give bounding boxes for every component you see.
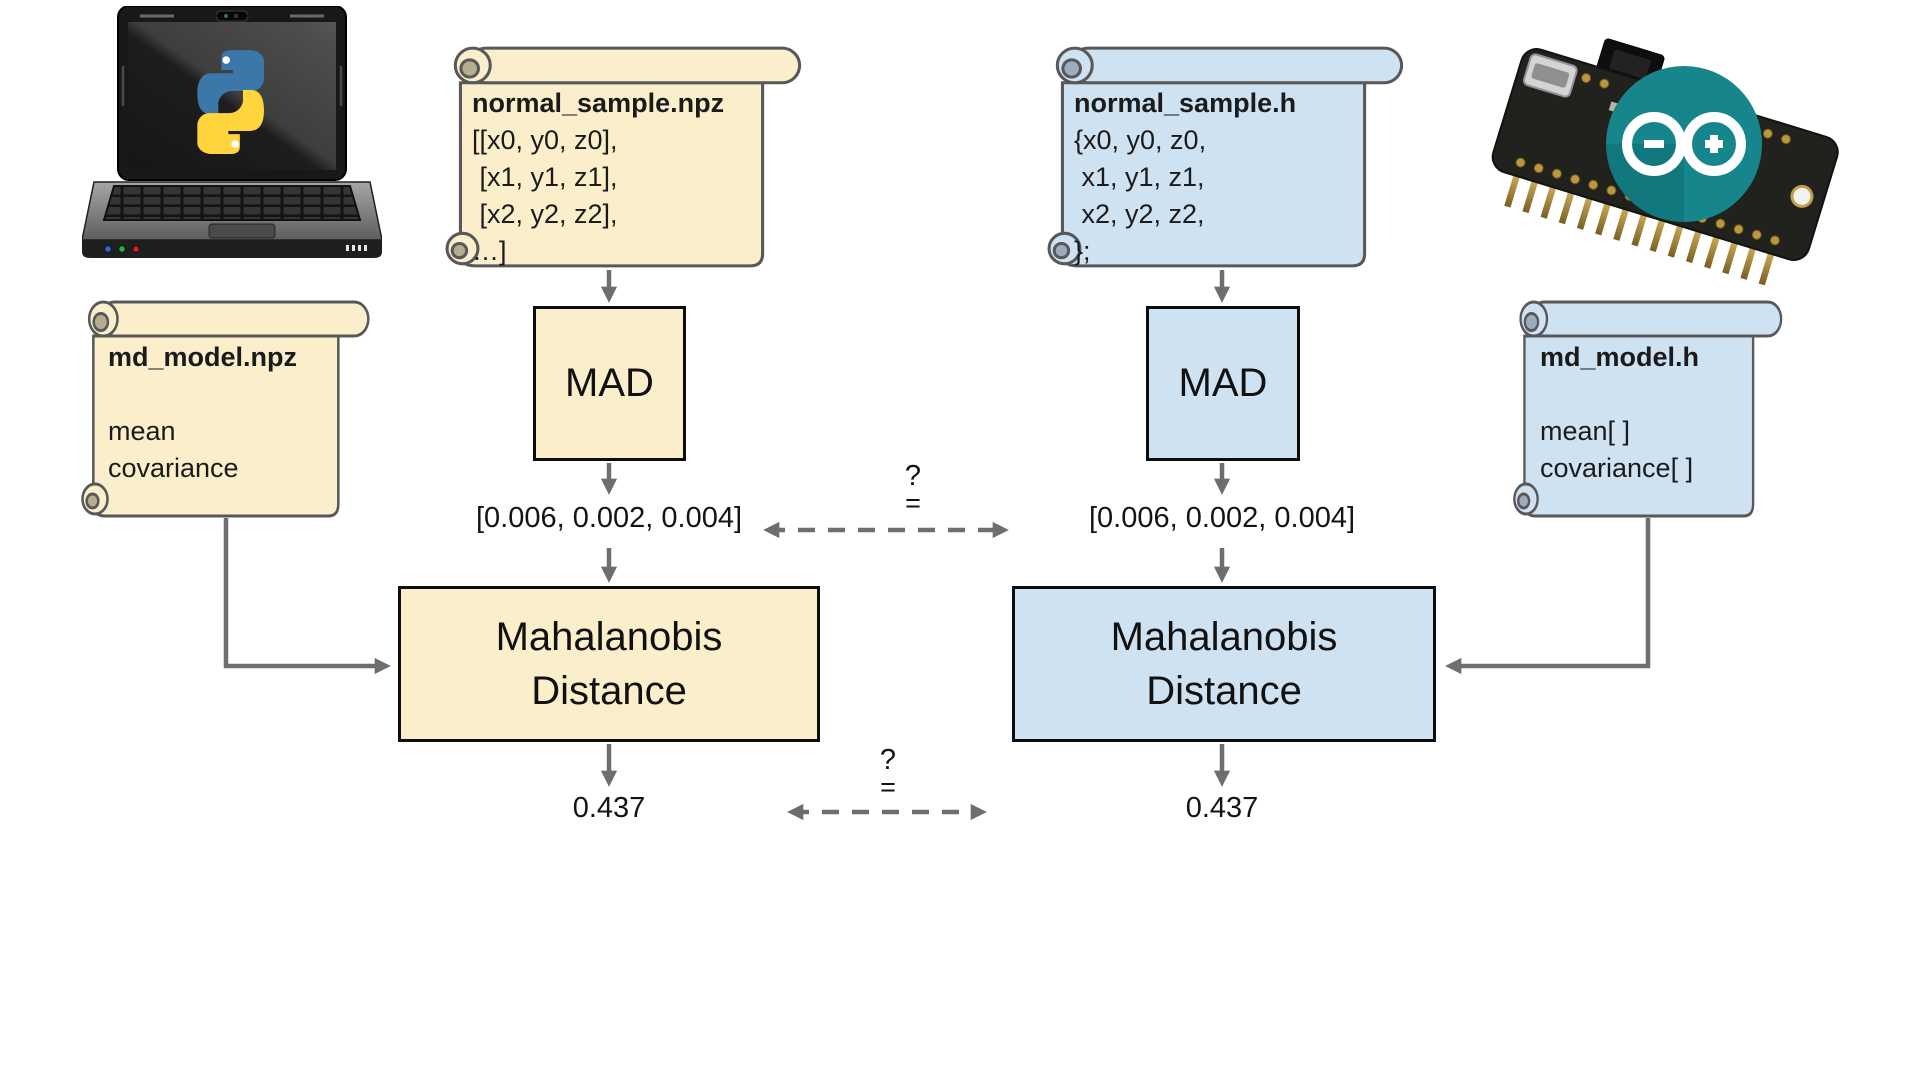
comparison-question-vectors: ? = [883,460,943,518]
file-line: [x2, y2, z2], [472,199,618,229]
mad-label: MAD [565,361,654,405]
file-line: covariance[ ] [1540,453,1694,483]
question-mark: ? [879,744,897,776]
file-normal-sample-npz: normal_sample.npz [[x0, y0, z0], [x1, y1… [444,40,814,274]
file-line: mean[ ] [1540,416,1631,446]
file-line: x2, y2, z2, [1074,199,1205,229]
arrow-model-to-distance-right [1445,518,1651,675]
file-line: [[x0, y0, z0], [472,125,618,155]
file-md-model-h: md_model.h mean[ ] covariance[ ] [1512,294,1792,524]
mad-output-python: [0.006, 0.002, 0.004] [475,502,743,534]
python-laptop-illustration [82,6,382,268]
file-normal-sample-h: normal_sample.h {x0, y0, z0, x1, y1, z1,… [1046,40,1416,274]
file-line: x1, y1, z1, [1074,162,1205,192]
equals-sign: = [905,488,921,518]
file-md-model-npz: md_model.npz mean covariance [80,294,380,524]
file-line: {x0, y0, z0, [1074,125,1207,155]
file-line: }; [1074,236,1091,266]
arrow-model-to-distance-left [223,518,391,675]
mad-box-arduino: MAD [1146,306,1300,461]
file-line: [x1, y1, z1], [472,162,618,192]
file-line: covariance [108,453,239,483]
file-title: normal_sample.npz [472,88,725,118]
file-line: …] [472,236,507,266]
arduino-infinity-logo-icon [1606,66,1762,222]
mad-box-python: MAD [533,306,686,461]
result-python: 0.437 [572,792,646,824]
mad-output-arduino: [0.006, 0.002, 0.004] [1088,502,1356,534]
distance-box-arduino: Mahalanobis Distance [1012,586,1436,742]
laptop-base [82,181,382,258]
python-logo-icon [197,50,264,155]
mad-label: MAD [1178,361,1268,405]
file-title: md_model.h [1540,342,1700,372]
file-title: normal_sample.h [1074,88,1297,118]
question-mark: ? [904,460,922,492]
result-arduino: 0.437 [1185,792,1259,824]
file-line: mean [108,416,176,446]
comparison-question-results: ? = [858,744,918,802]
equals-sign: = [880,772,896,802]
distance-label: Mahalanobis Distance [495,615,723,713]
distance-label: Mahalanobis Distance [1110,615,1338,713]
distance-box-python: Mahalanobis Distance [398,586,820,742]
file-title: md_model.npz [108,342,298,372]
arduino-board-illustration [1478,6,1862,294]
